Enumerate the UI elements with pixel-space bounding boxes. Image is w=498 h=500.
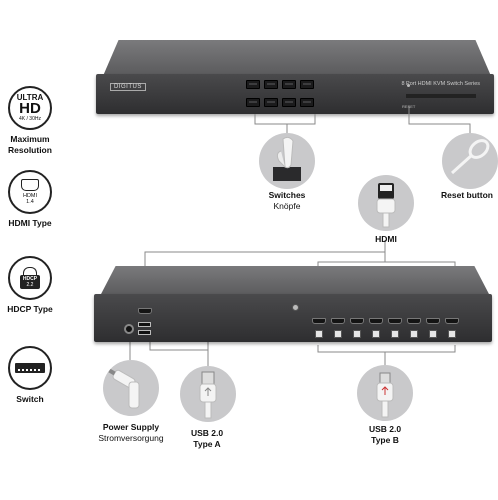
power-jack[interactable]	[124, 324, 134, 334]
usb-a-port-2[interactable]	[138, 330, 151, 335]
brand-logo: DIGITUS	[110, 83, 146, 91]
feature-hdcp-type: HDCP 2.2 HDCP Type	[4, 256, 56, 315]
switches-label: Switches Knöpfe	[268, 190, 306, 211]
feature-caption: HDCP Type	[7, 304, 53, 314]
model-text: 8 Port HDMI KVM Switch Series	[401, 81, 480, 87]
port-switch-buttons	[240, 76, 320, 114]
front-device-top-face	[103, 40, 491, 76]
pin-tool-icon	[442, 133, 498, 189]
hdmi-input-7[interactable]	[426, 318, 440, 324]
usb-b-port-5[interactable]	[391, 330, 399, 338]
hdmi-label: HDMI	[375, 234, 397, 244]
usb-a-label: USB 2.0 Type A	[190, 428, 224, 449]
rear-kvm-switch	[94, 294, 492, 342]
usb-b-port-8[interactable]	[448, 330, 456, 338]
usb-b-port-6[interactable]	[410, 330, 418, 338]
feature-ultra-hd: ULTRA HD 4K / 30Hz Maximum Resolution	[4, 86, 56, 156]
hdmi-1-4-icon: HDMI 1.4	[8, 170, 52, 214]
feature-caption: Switch	[16, 394, 44, 404]
usb-a-port-1[interactable]	[138, 322, 151, 327]
hdmi-input-5[interactable]	[388, 318, 402, 324]
usb-b-port-4[interactable]	[372, 330, 380, 338]
switch-button-1[interactable]	[246, 80, 260, 89]
power-supply-label: Power Supply Stromversorgung	[98, 422, 164, 443]
reset-button-label: Reset button	[441, 190, 493, 200]
usb-b-port-3[interactable]	[353, 330, 361, 338]
hdmi-input-8[interactable]	[445, 318, 459, 324]
ultra-hd-icon: ULTRA HD 4K / 30Hz	[8, 86, 52, 130]
usb-b-port-1[interactable]	[315, 330, 323, 338]
hdmi-connector-icon	[358, 175, 414, 231]
feature-hdmi-type: HDMI 1.4 HDMI Type	[4, 170, 56, 229]
front-display-strip	[406, 94, 476, 98]
switch-button-7[interactable]	[282, 98, 296, 107]
reset-button-hole[interactable]	[407, 84, 410, 87]
usb-b-label: USB 2.0 Type B	[368, 424, 402, 445]
feature-switch: Switch	[4, 346, 56, 405]
power-plug-icon	[103, 360, 159, 416]
hdmi-input-2[interactable]	[331, 318, 345, 324]
finger-press-icon	[259, 133, 315, 189]
switch-button-8[interactable]	[300, 98, 314, 107]
hdmi-input-3[interactable]	[350, 318, 364, 324]
switch-button-4[interactable]	[300, 80, 314, 89]
rear-device-top-face	[100, 266, 490, 296]
hdmi-input-4[interactable]	[369, 318, 383, 324]
usb-a-connector-icon	[180, 366, 236, 422]
switch-icon	[8, 346, 52, 390]
usb-b-port-7[interactable]	[429, 330, 437, 338]
switch-button-3[interactable]	[282, 80, 296, 89]
hdmi-input-6[interactable]	[407, 318, 421, 324]
switch-button-2[interactable]	[264, 80, 278, 89]
hdmi-input-1[interactable]	[312, 318, 326, 324]
usb-b-connector-icon	[357, 365, 413, 421]
switch-button-5[interactable]	[246, 98, 260, 107]
usb-b-port-2[interactable]	[334, 330, 342, 338]
ground-screw	[292, 304, 299, 311]
feature-caption: HDMI Type	[8, 218, 52, 228]
feature-caption: Maximum Resolution	[8, 134, 52, 155]
console-hdmi-port[interactable]	[138, 308, 152, 314]
switch-button-6[interactable]	[264, 98, 278, 107]
hdcp-2-2-icon: HDCP 2.2	[8, 256, 52, 300]
